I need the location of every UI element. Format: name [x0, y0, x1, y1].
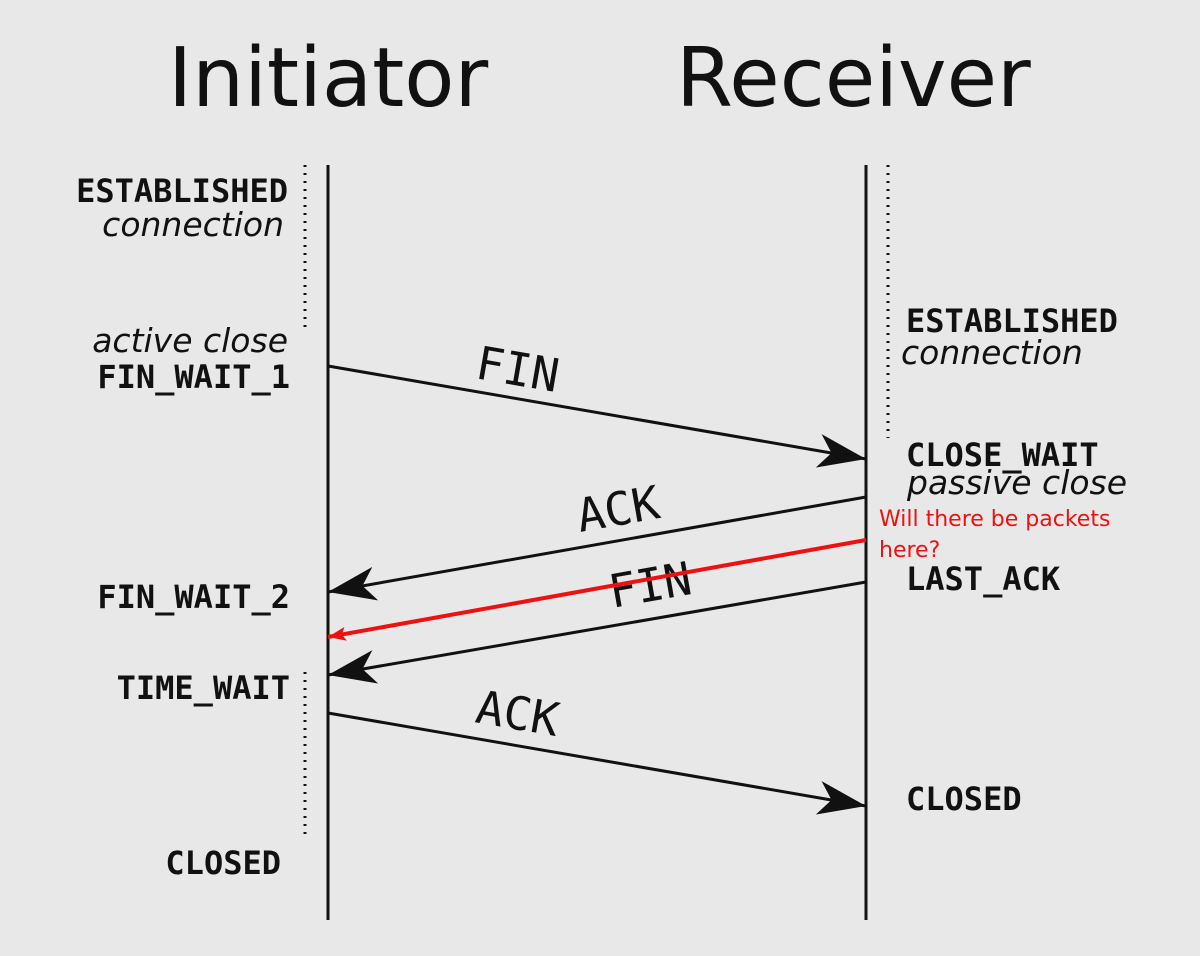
time-wait-label: TIME_WAIT	[117, 669, 290, 707]
close-wait-label: CLOSE_WAIT	[906, 436, 1099, 474]
fin-wait-2-label: FIN_WAIT_2	[97, 578, 290, 616]
receiver-connection-label: connection	[901, 333, 1083, 372]
ack-arrow-to-receiver	[327, 711, 867, 815]
receiver-header: Receiver	[676, 31, 1031, 126]
annotation-text-line-1: Will there be packets	[879, 507, 1110, 532]
fin-wait-1-label: FIN_WAIT_1	[97, 358, 290, 396]
last-ack-label: LAST_ACK	[906, 560, 1061, 598]
receiver-closed-label: CLOSED	[906, 780, 1022, 818]
fin-arrow-to-receiver	[327, 364, 867, 468]
initiator-closed-label: CLOSED	[165, 844, 281, 882]
initiator-connection-label: connection	[102, 205, 284, 244]
active-close-label: active close	[92, 321, 288, 360]
ack-label-2: ACK	[472, 680, 563, 747]
passive-close-label: passive close	[906, 463, 1127, 502]
ack-arrow-to-initiator	[327, 495, 867, 601]
annotation-red-arrow	[327, 538, 867, 641]
receiver-established-label: ESTABLISHED	[906, 302, 1118, 340]
fin-arrow-to-initiator	[327, 580, 867, 684]
annotation-text-line-2: here?	[879, 538, 940, 563]
initiator-header: Initiator	[168, 31, 488, 126]
initiator-established-label: ESTABLISHED	[76, 172, 288, 210]
ack-label-1: ACK	[573, 475, 664, 543]
